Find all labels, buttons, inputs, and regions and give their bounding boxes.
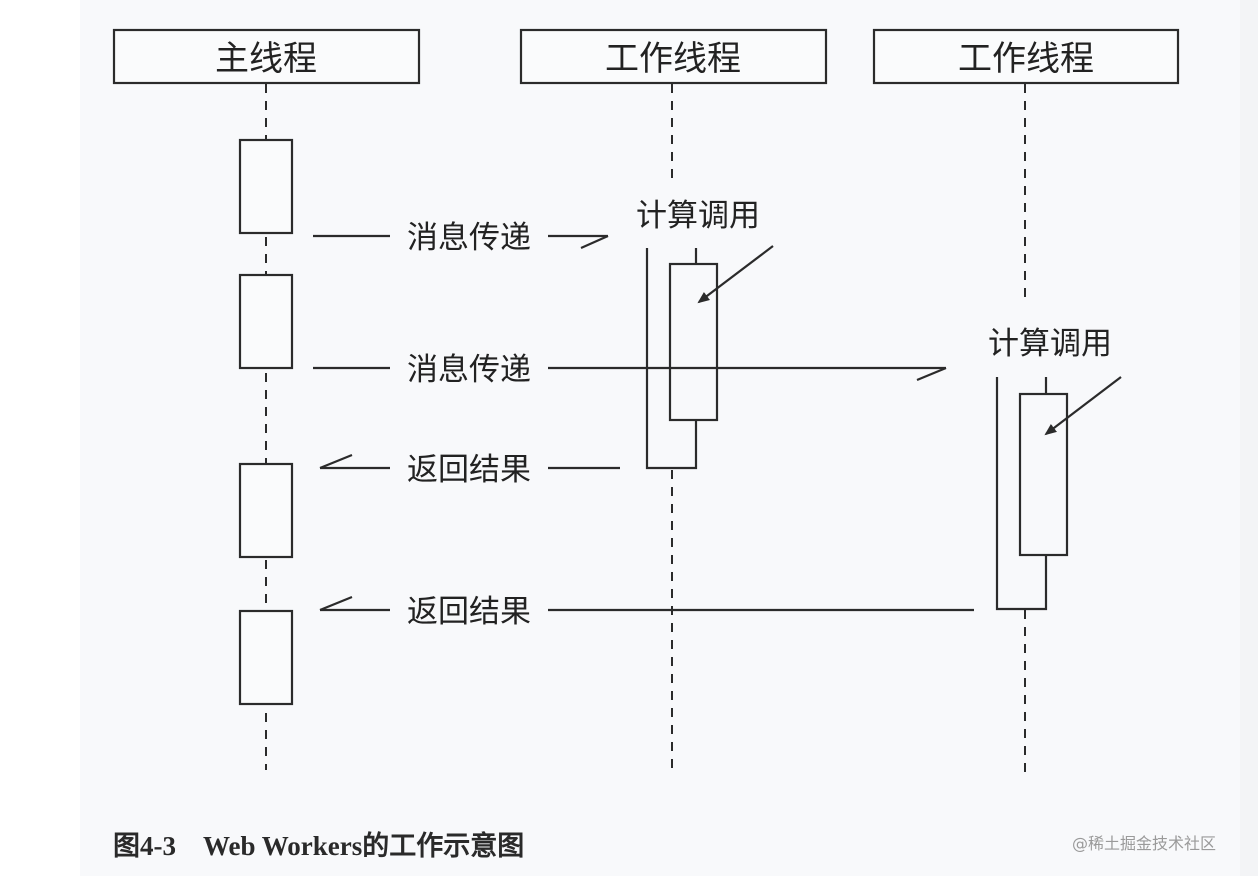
main-activation-2 [238, 273, 294, 370]
worker-1-outer-activation [645, 248, 698, 470]
annotation-2-label: 计算调用 [988, 326, 1112, 362]
message-3-arrow-tick [319, 453, 353, 470]
figure-number: 图4-3 [113, 831, 176, 861]
annotation-1-arrow [697, 245, 774, 304]
annotation-2-arrow [1044, 376, 1122, 436]
watermark: @稀土掘金技术社区 [1072, 834, 1217, 853]
message-4-label: 返回结果 [407, 594, 531, 630]
main-activation-3 [238, 462, 294, 559]
worker-1-compute-box [668, 262, 719, 422]
lane-header-worker-2 [872, 28, 1180, 85]
message-1-label: 消息传递 [407, 220, 531, 256]
message-3-label: 返回结果 [407, 452, 531, 488]
figure-title: Web Workers的工作示意图 [203, 831, 525, 861]
lane-title-worker-1: 工作线程 [605, 39, 741, 79]
message-1-arrow-tick [580, 234, 609, 250]
lane-title-main: 主线程 [215, 39, 317, 79]
lane-header-main [112, 28, 421, 85]
page-edge [1240, 0, 1258, 876]
main-activation-4 [238, 609, 294, 706]
worker-2-compute-box [1018, 392, 1069, 557]
message-2-label: 消息传递 [407, 352, 531, 388]
lane-header-worker-1 [519, 28, 828, 85]
main-activation-1 [238, 138, 294, 235]
message-2-arrow-tick [916, 366, 947, 382]
annotation-1-label: 计算调用 [636, 198, 760, 234]
lane-title-worker-2: 工作线程 [958, 39, 1094, 79]
figure-caption: 图4-3 Web Workers的工作示意图 [113, 824, 524, 863]
worker-2-outer-activation [995, 377, 1048, 611]
message-4-arrow-tick [319, 595, 353, 612]
